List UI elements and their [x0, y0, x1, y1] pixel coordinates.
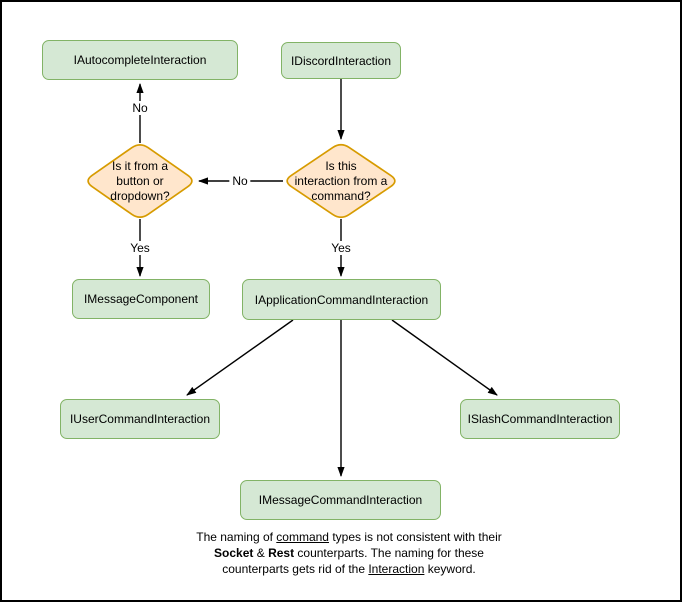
decision-component-question-label: Is it from a button or dropdown? [110, 158, 170, 203]
node-user-command-interaction: IUserCommandInteraction [60, 399, 220, 439]
edge-label-no-to-component-question: No [229, 174, 251, 188]
node-slash-command-interaction: ISlashCommandInteraction [460, 399, 620, 439]
node-message-command-interaction: IMessageCommandInteraction [240, 480, 441, 520]
decision-command-question-label: Is this interaction from a command? [294, 158, 388, 203]
node-application-command-interaction: IApplicationCommandInteraction [242, 279, 441, 320]
decision-command-question-shape [286, 143, 396, 219]
node-autocomplete-interaction: IAutocompleteInteraction [42, 40, 238, 80]
node-discord-interaction-label: IDiscordInteraction [290, 53, 392, 68]
node-autocomplete-interaction-label: IAutocompleteInteraction [73, 53, 207, 67]
node-message-component-label: IMessageComponent [83, 292, 199, 306]
decision-component-question-shape [87, 144, 193, 218]
edge-label-yes-to-application-command: Yes [328, 241, 354, 255]
node-discord-interaction: IDiscordInteraction [281, 42, 401, 79]
edge-application-command-to-slash-command [391, 319, 498, 396]
node-message-command-interaction-label: IMessageCommandInteraction [258, 493, 423, 507]
node-slash-command-interaction-label: ISlashCommandInteraction [467, 412, 613, 426]
edge-label-no-to-autocomplete: No [129, 101, 151, 115]
node-application-command-interaction-label: IApplicationCommandInteraction [254, 292, 429, 307]
edge-label-yes-to-message-component: Yes [127, 241, 153, 255]
node-user-command-interaction-label: IUserCommandInteraction [69, 412, 211, 426]
edge-application-command-to-user-command [186, 319, 294, 396]
naming-note: The naming of command types is not consi… [196, 530, 502, 576]
node-message-component: IMessageComponent [72, 279, 210, 319]
